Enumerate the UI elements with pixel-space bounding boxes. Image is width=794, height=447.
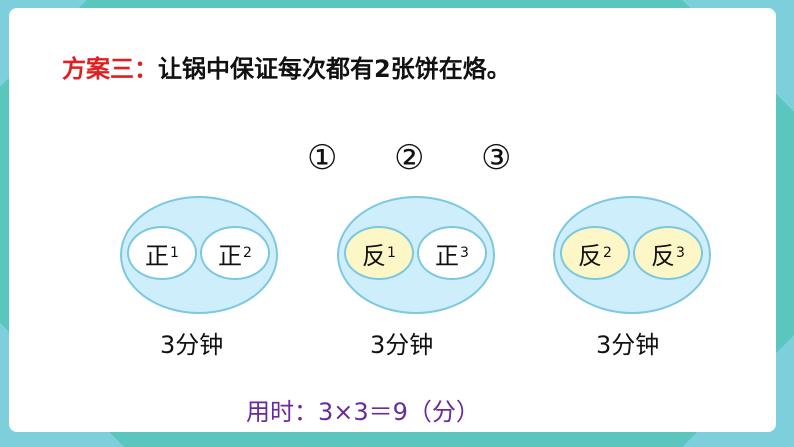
side-label: 反 [651, 241, 676, 270]
plan-label: 方案三： [62, 55, 158, 83]
side-label: 反 [578, 241, 603, 270]
step-marker-1: ① [307, 138, 338, 178]
side-label: 正 [145, 241, 170, 270]
duration-label-2: 3分钟 [370, 331, 434, 359]
pancake-number: 1 [170, 245, 179, 261]
pancake-number: 3 [460, 245, 469, 261]
pancake-number: 3 [676, 245, 685, 261]
duration-label-3: 3分钟 [596, 331, 660, 359]
side-label: 正 [218, 241, 243, 270]
step-marker-3: ③ [481, 138, 512, 178]
side-label: 正 [435, 241, 460, 270]
pancake-number: 1 [387, 245, 396, 261]
plan-heading: 方案三：让锅中保证每次都有2张饼在烙。 [62, 49, 511, 84]
side-label: 反 [362, 241, 387, 270]
pancake-number: 2 [603, 245, 612, 261]
pancake-number: 2 [243, 245, 252, 261]
step-marker-2: ② [394, 138, 425, 178]
plan-description: 让锅中保证每次都有2张饼在烙。 [158, 55, 511, 83]
total-time: 用时：3×3＝9（分） [246, 398, 480, 426]
duration-label-1: 3分钟 [160, 331, 224, 359]
